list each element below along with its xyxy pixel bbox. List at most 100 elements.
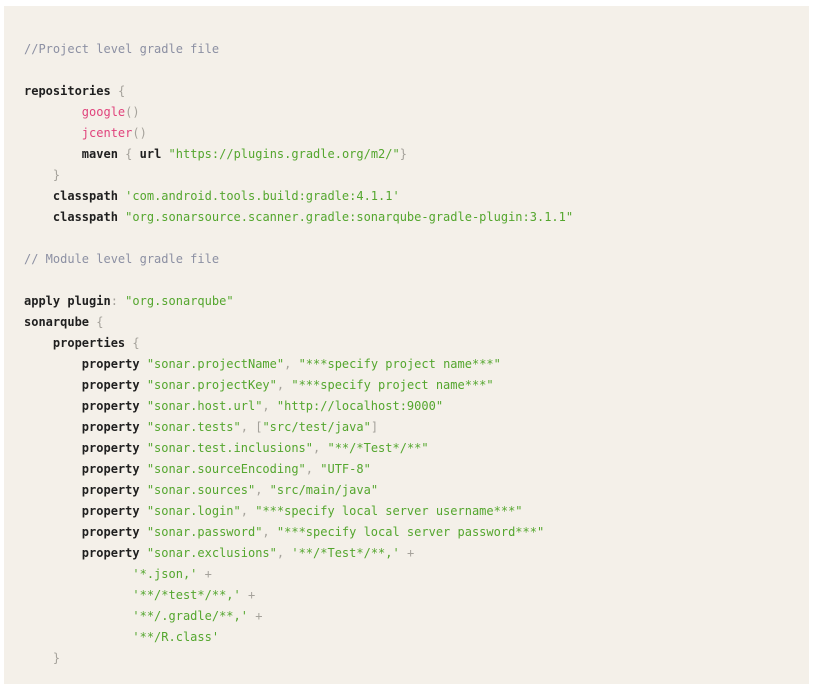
code-line: apply plugin: "org.sonarqube" xyxy=(24,291,799,312)
code-token-string: "sonar.sourceEncoding" xyxy=(146,462,306,476)
code-token-plain xyxy=(140,420,147,434)
code-token-plain xyxy=(24,357,82,371)
code-token-plain xyxy=(24,441,82,455)
code-line: '**/*test*/**,' + xyxy=(24,585,799,606)
code-token-punct: [ xyxy=(255,420,263,434)
code-token-keyword: properties xyxy=(52,336,126,350)
code-token-punct: , xyxy=(240,420,248,434)
code-token-plain xyxy=(400,546,407,560)
code-token-plain xyxy=(24,210,53,224)
code-line: '**/R.class' xyxy=(24,627,799,648)
code-token-punct: , xyxy=(240,504,248,518)
code-line: property "sonar.host.url", "http://local… xyxy=(24,396,799,417)
code-token-plain xyxy=(140,378,147,392)
gradle-code-snippet: //Project level gradle file repositories… xyxy=(4,6,809,684)
code-token-string: 'com.android.tools.build:gradle:4.1.1' xyxy=(125,189,400,203)
code-token-string: "sonar.login" xyxy=(146,504,241,518)
code-token-punct: , xyxy=(262,399,270,413)
code-token-punct: + xyxy=(406,546,415,560)
code-token-keyword: apply plugin xyxy=(24,294,111,308)
code-token-string: "UTF-8" xyxy=(320,462,371,476)
code-token-keyword: property xyxy=(81,483,140,497)
code-token-punct: { xyxy=(125,147,133,161)
code-token-plain xyxy=(24,525,82,539)
code-token-plain xyxy=(140,546,147,560)
code-token-plain xyxy=(24,630,132,644)
code-token-string: '*.json,' xyxy=(132,567,198,581)
code-line xyxy=(24,270,799,291)
code-token-plain xyxy=(270,399,277,413)
code-line: property "sonar.projectName", "***specif… xyxy=(24,354,799,375)
code-token-string: "http://localhost:9000" xyxy=(276,399,444,413)
code-line: '**/.gradle/**,' + xyxy=(24,606,799,627)
code-line: property "sonar.password", "***specify l… xyxy=(24,522,799,543)
code-token-punct: } xyxy=(52,168,61,182)
code-token-keyword: repositories xyxy=(24,84,111,98)
code-token-plain xyxy=(24,399,82,413)
code-line: repositories { xyxy=(24,81,799,102)
code-token-string: "sonar.exclusions" xyxy=(146,546,277,560)
code-token-plain xyxy=(140,399,147,413)
code-token-plain xyxy=(24,336,53,350)
code-token-string: "***specify local server password***" xyxy=(276,525,545,539)
code-token-punct: { xyxy=(96,315,104,329)
code-token-punct: } xyxy=(52,651,61,665)
code-token-string: "***specify local server username***" xyxy=(255,504,523,518)
code-token-punct: , xyxy=(313,441,321,455)
code-token-keyword: property xyxy=(81,399,140,413)
code-line: //Project level gradle file xyxy=(24,39,799,60)
code-token-plain xyxy=(140,525,147,539)
code-token-keyword: maven xyxy=(81,147,118,161)
code-token-plain xyxy=(241,588,248,602)
code-token-comment: //Project level gradle file xyxy=(24,42,220,56)
code-token-plain xyxy=(24,378,82,392)
code-token-plain xyxy=(24,546,82,560)
code-line: classpath "org.sonarsource.scanner.gradl… xyxy=(24,207,799,228)
code-line: property "sonar.test.inclusions", "**/*T… xyxy=(24,438,799,459)
code-token-plain xyxy=(24,504,82,518)
code-line: property "sonar.sources", "src/main/java… xyxy=(24,480,799,501)
code-token-plain xyxy=(24,105,82,119)
code-token-string: "https://plugins.gradle.org/m2/" xyxy=(168,147,400,161)
code-token-string: '**/*Test*/**,' xyxy=(291,546,400,560)
code-line: property "sonar.tests", ["src/test/java"… xyxy=(24,417,799,438)
code-token-plain xyxy=(24,651,53,665)
code-token-plain xyxy=(24,189,53,203)
code-line: } xyxy=(24,648,799,669)
code-line: classpath 'com.android.tools.build:gradl… xyxy=(24,186,799,207)
code-line: property "sonar.exclusions", '**/*Test*/… xyxy=(24,543,799,564)
code-token-plain xyxy=(24,567,132,581)
code-token-punct: ] xyxy=(370,420,379,434)
code-token-keyword: sonarqube xyxy=(24,315,90,329)
code-token-string: '**/.gradle/**,' xyxy=(132,609,248,623)
code-token-punct: + xyxy=(247,588,256,602)
code-token-comment: // Module level gradle file xyxy=(24,252,220,266)
code-token-string: '**/R.class' xyxy=(132,630,220,644)
code-token-plain xyxy=(140,441,147,455)
code-token-string: "org.sonarsource.scanner.gradle:sonarqub… xyxy=(125,210,574,224)
code-token-keyword: property xyxy=(81,378,140,392)
code-token-punct: + xyxy=(255,609,263,623)
code-token-plain xyxy=(24,126,82,140)
code-token-string: "***specify project name***" xyxy=(298,357,501,371)
code-token-punct: } xyxy=(399,147,407,161)
code-token-string: "src/test/java" xyxy=(262,420,371,434)
code-token-plain xyxy=(262,483,269,497)
code-token-keyword: property xyxy=(81,525,140,539)
code-line: maven { url "https://plugins.gradle.org/… xyxy=(24,144,799,165)
code-token-plain xyxy=(24,483,82,497)
code-token-plain xyxy=(132,147,139,161)
code-line xyxy=(24,228,799,249)
code-token-punct: , xyxy=(276,378,285,392)
code-line: google() xyxy=(24,102,799,123)
code-line: properties { xyxy=(24,333,799,354)
code-token-string: "org.sonarqube" xyxy=(125,294,234,308)
code-line: sonarqube { xyxy=(24,312,799,333)
code-token-plain xyxy=(140,504,147,518)
code-token-string: "sonar.test.inclusions" xyxy=(146,441,313,455)
code-token-string: "sonar.projectName" xyxy=(146,357,285,371)
code-token-keyword: url xyxy=(139,147,162,161)
code-token-keyword: classpath xyxy=(52,189,118,203)
code-token-function: jcenter xyxy=(81,126,133,140)
code-token-keyword: property xyxy=(81,441,140,455)
